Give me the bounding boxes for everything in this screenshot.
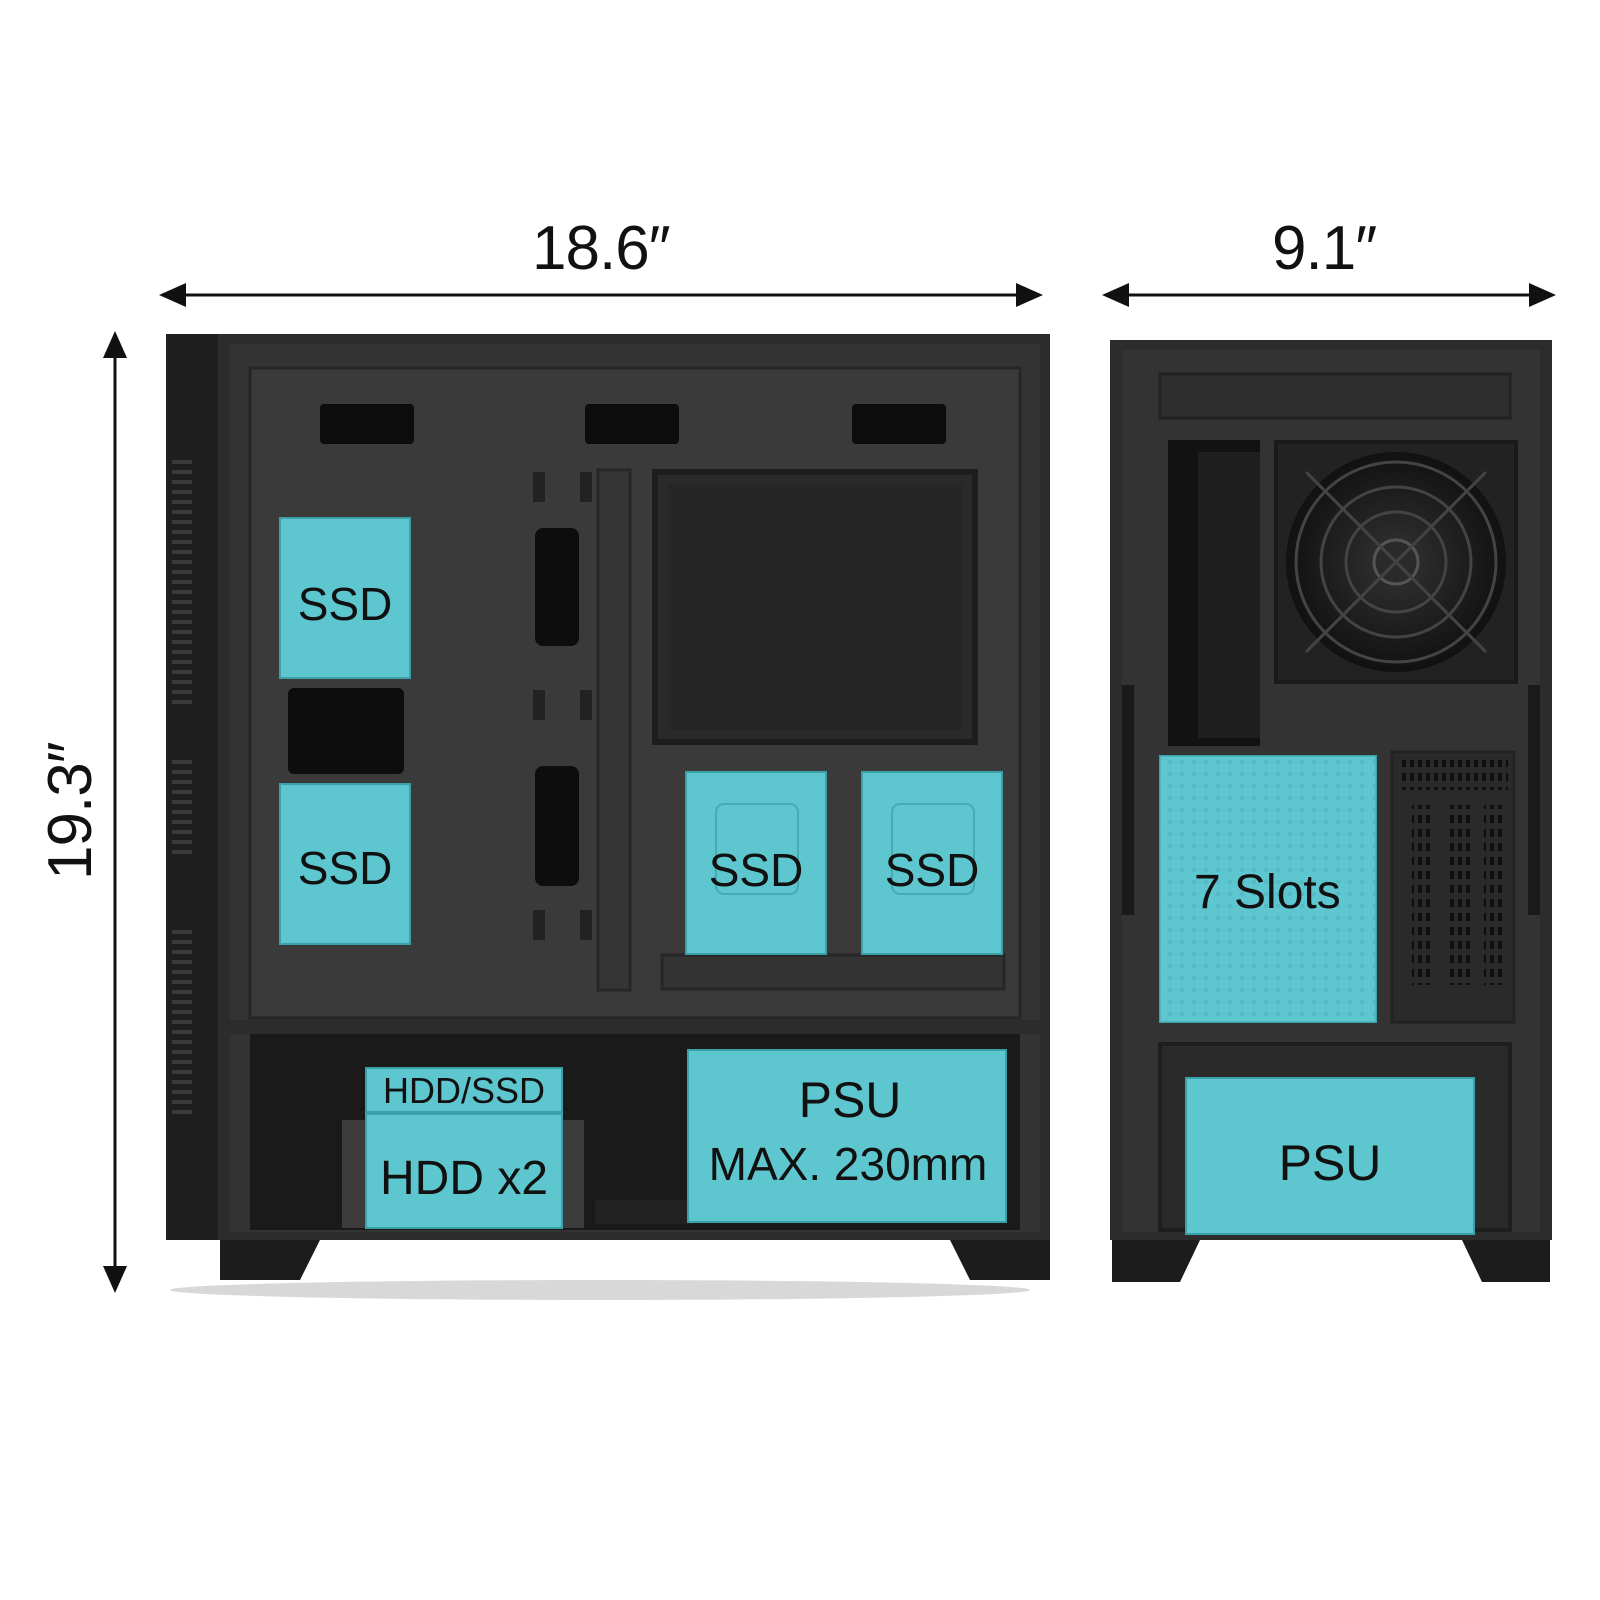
ssd-label: SSD [298, 578, 393, 630]
psu-bay-rear: PSU [1185, 1077, 1475, 1235]
expansion-slots: 7 Slots [1159, 755, 1377, 1023]
width-dimension-label: 9.1″ [1272, 214, 1377, 283]
psu-label: PSU [799, 1072, 902, 1128]
hdd-label: HDD x2 [380, 1152, 548, 1205]
psu-max-label: MAX. 230mm [709, 1138, 988, 1190]
psu-bay-side: PSU MAX. 230mm [687, 1049, 1007, 1223]
ssd-slot-4: SSD [861, 771, 1003, 955]
slots-label: 7 Slots [1194, 866, 1341, 919]
ssd-label: SSD [885, 844, 980, 896]
ssd-slot-1: SSD [279, 517, 411, 679]
ssd-slot-2: SSD [279, 783, 411, 945]
hdd-ssd-label: HDD/SSD [383, 1070, 545, 1111]
ssd-slot-3: SSD [685, 771, 827, 955]
ssd-label: SSD [298, 842, 393, 894]
psu-rear-label: PSU [1279, 1135, 1382, 1191]
length-dimension-label: 18.6″ [532, 214, 671, 283]
hdd-cage: HDD/SSD HDD x2 [342, 1067, 584, 1229]
ssd-label: SSD [709, 844, 804, 896]
